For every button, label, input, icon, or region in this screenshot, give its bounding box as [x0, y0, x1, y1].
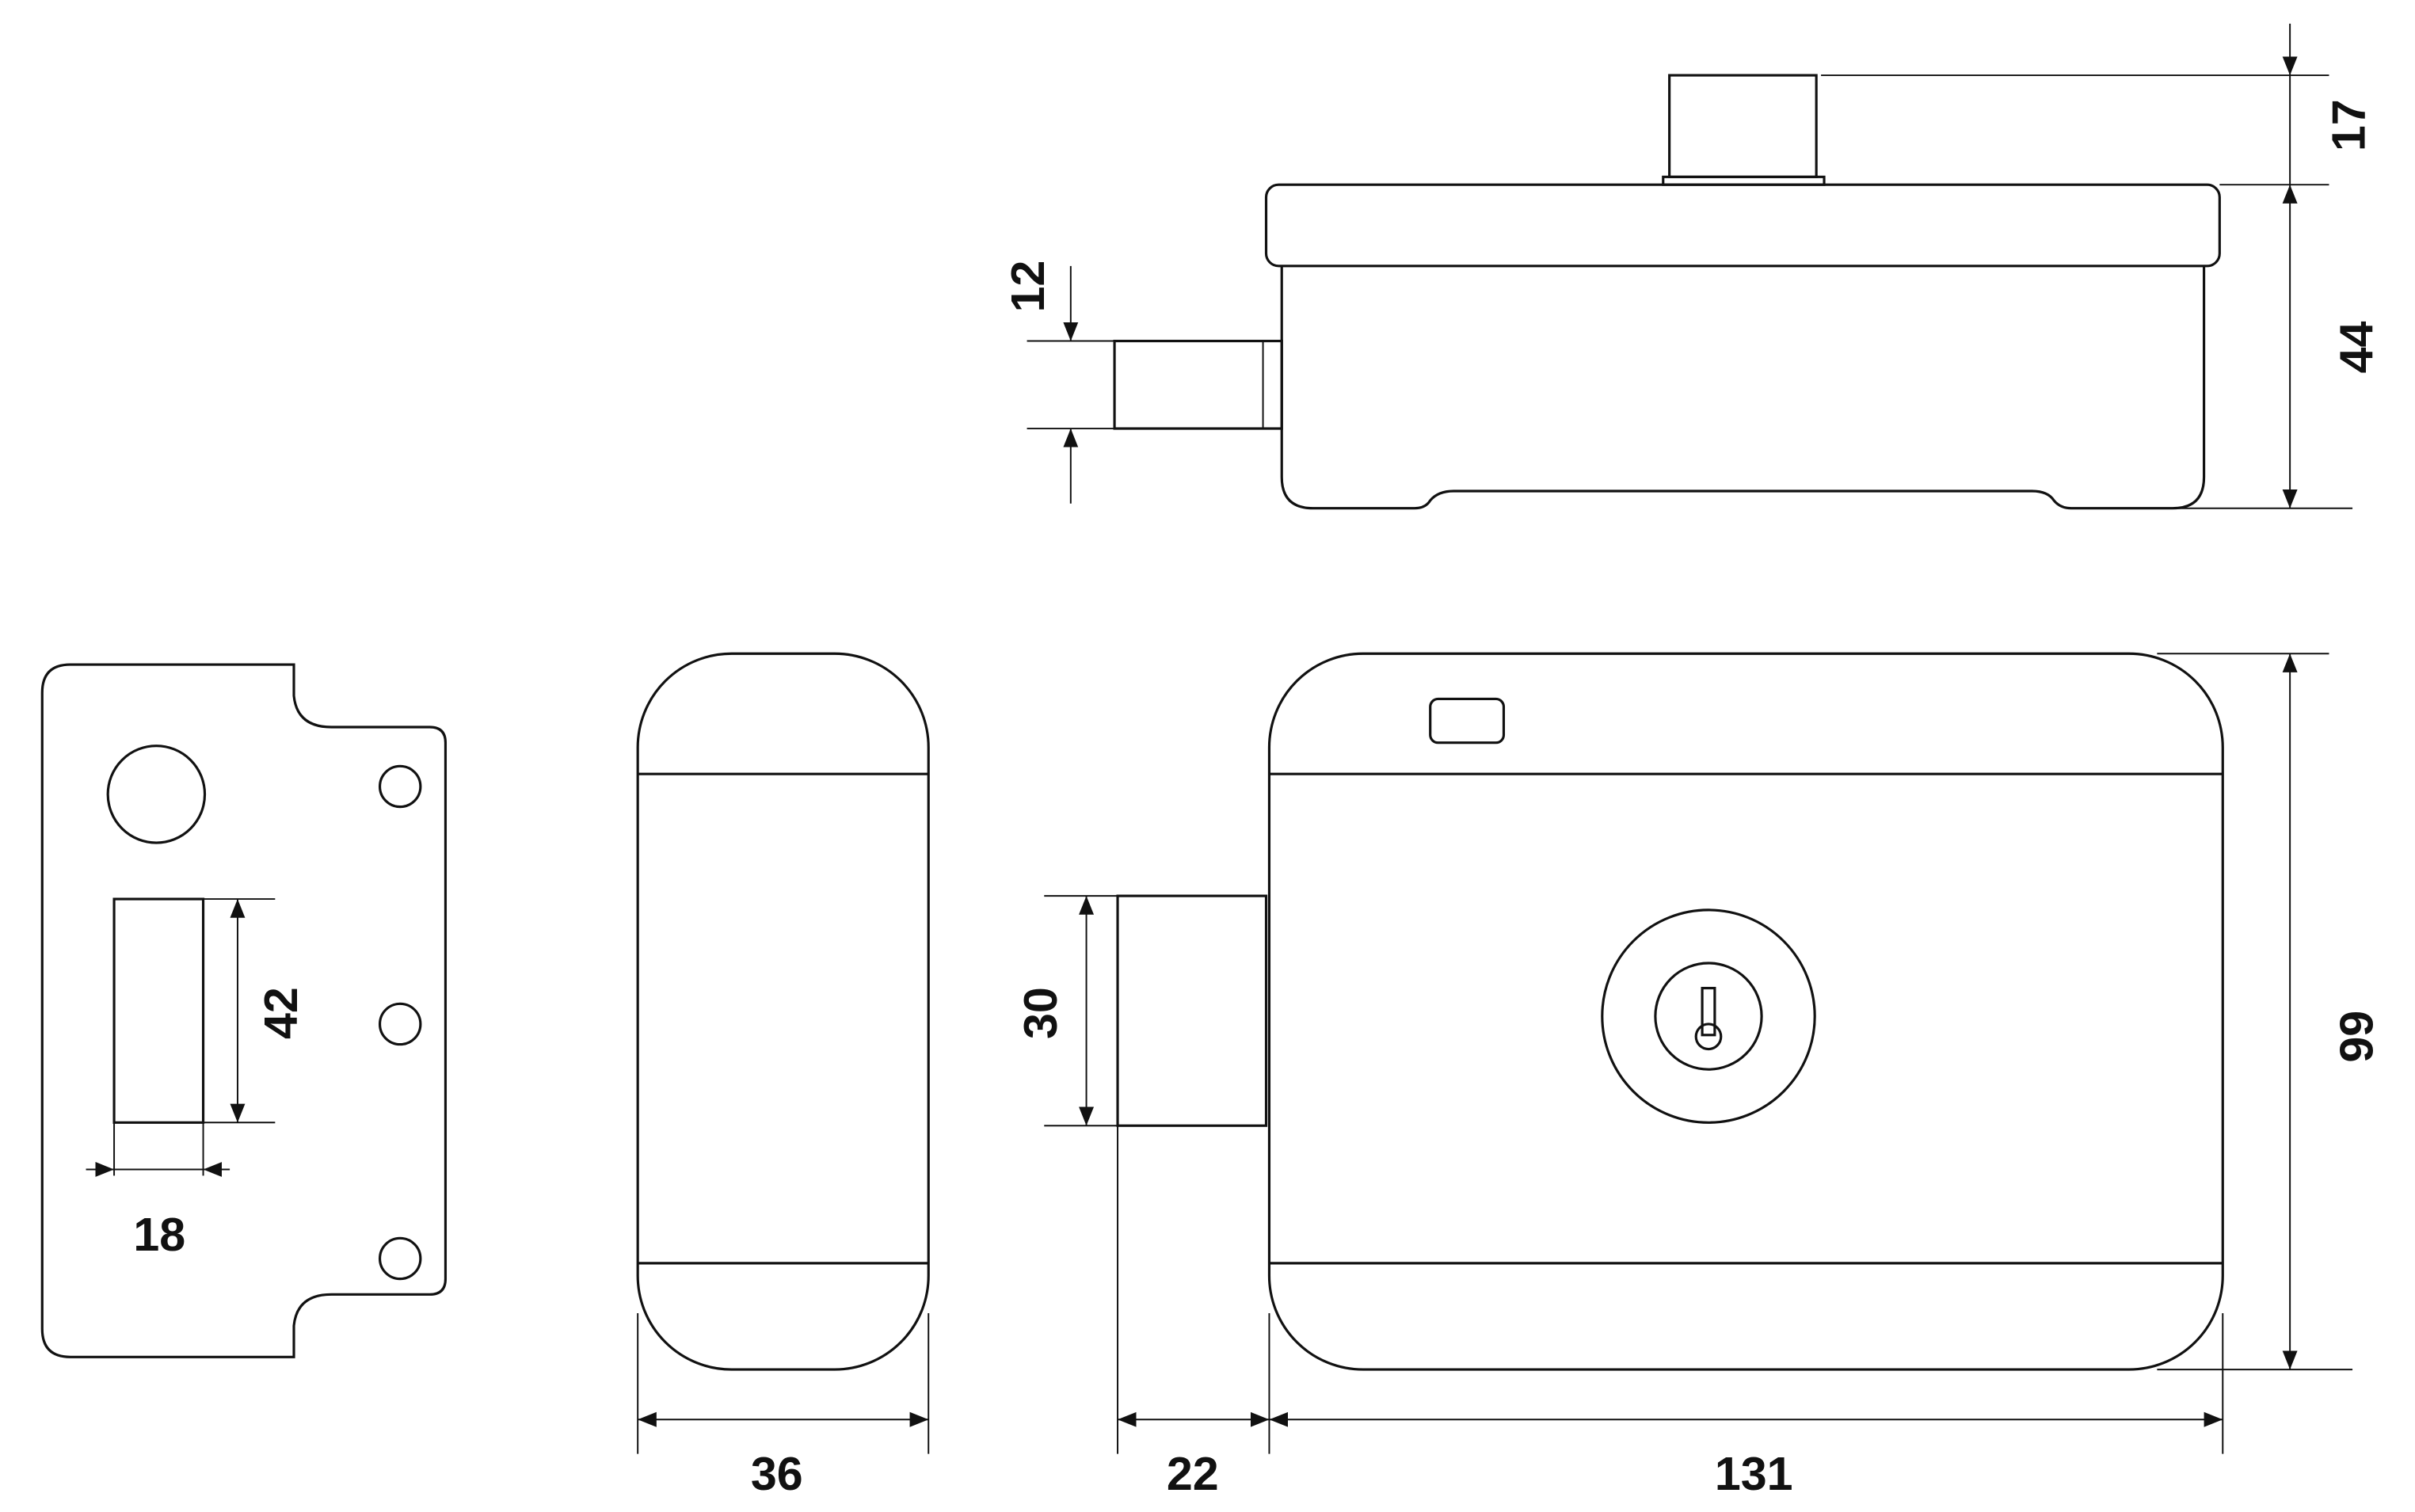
top-body — [1280, 265, 2206, 510]
top-view: 12 17 44 — [1001, 23, 2383, 510]
dim-label-18: 18 — [133, 1208, 185, 1261]
screw-hole — [378, 1236, 422, 1281]
dim-label-131: 131 — [1715, 1447, 1793, 1500]
dim-label-12: 12 — [1001, 261, 1054, 313]
strike-hole-large — [106, 745, 207, 844]
strike-plate-outline — [40, 663, 448, 1358]
dim-label-22: 22 — [1167, 1447, 1219, 1500]
strike-plate-view: 42 18 — [40, 663, 448, 1358]
strike-slot — [112, 897, 205, 1124]
front-body — [1267, 652, 2224, 1371]
dim-label-44: 44 — [2330, 321, 2383, 373]
dim-label-17: 17 — [2322, 99, 2375, 151]
side-view: 36 — [636, 652, 930, 1500]
dim-label-36: 36 — [751, 1447, 803, 1500]
dim-label-30: 30 — [1014, 987, 1067, 1039]
top-knob — [1668, 74, 1818, 178]
top-bolt — [1113, 339, 1283, 430]
front-bolt — [1116, 894, 1268, 1127]
screw-hole — [378, 764, 422, 809]
screw-hole — [378, 1002, 422, 1046]
indicator-window — [1429, 697, 1506, 745]
top-cover — [1264, 183, 2221, 268]
dim-label-42: 42 — [254, 987, 307, 1039]
cylinder-core — [1654, 962, 1763, 1071]
cylinder-ring — [1601, 908, 1816, 1124]
side-body — [636, 652, 930, 1371]
front-view: 30 22 131 99 — [1014, 652, 2383, 1500]
dim-label-99: 99 — [2330, 1011, 2383, 1063]
keyhole-icon — [1694, 986, 1723, 1051]
